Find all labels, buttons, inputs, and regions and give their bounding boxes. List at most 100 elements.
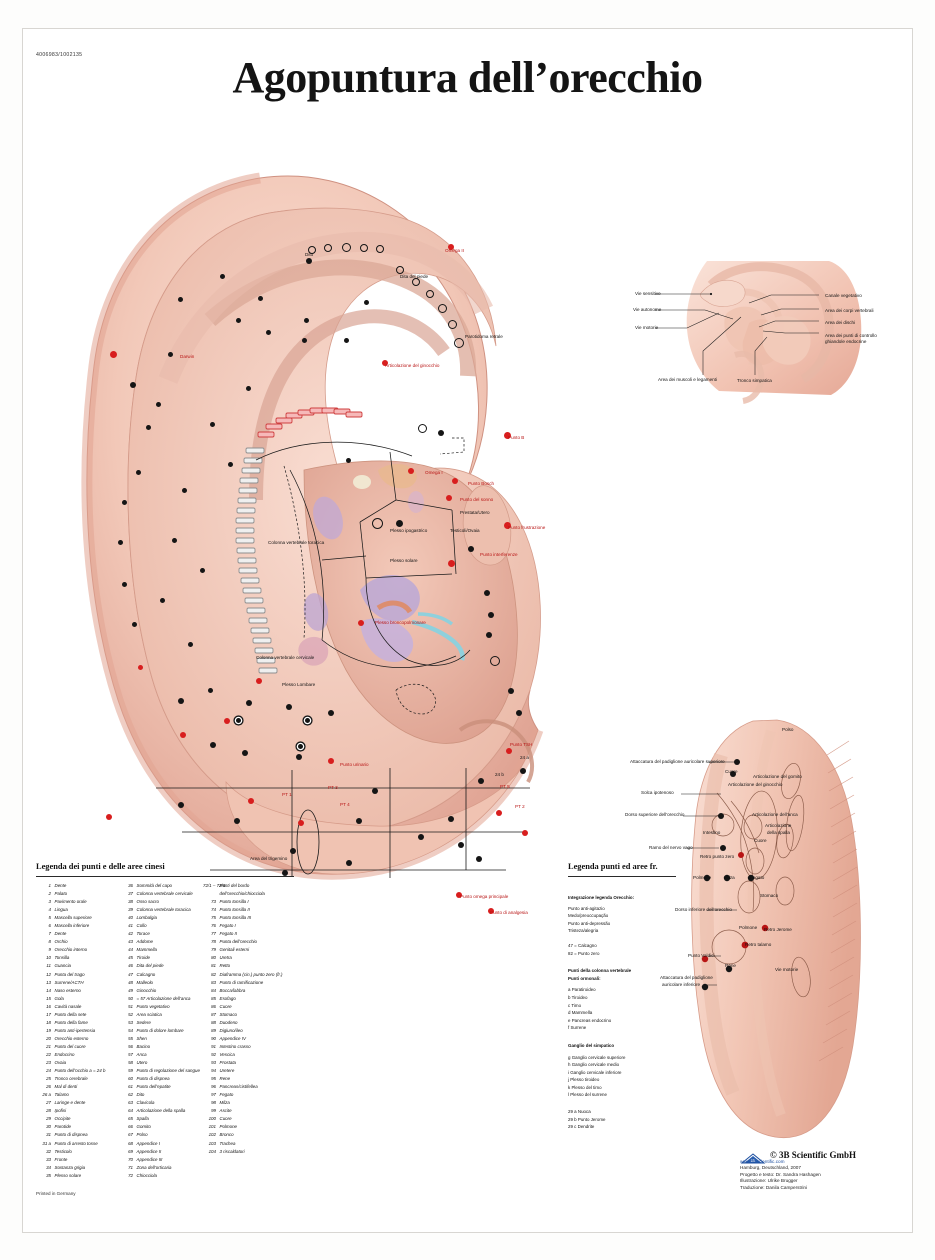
lobe-pt-n[interactable] — [282, 870, 288, 876]
ear-point-58[interactable] — [236, 318, 241, 323]
ear-point-upper-1[interactable] — [178, 297, 183, 302]
ear-point-lobe-3[interactable] — [286, 704, 292, 710]
ear-point-left-7[interactable] — [200, 568, 205, 573]
ear-point-48[interactable] — [344, 338, 349, 343]
ear-point-left-10[interactable] — [208, 688, 213, 693]
ear-point-open-d4[interactable] — [360, 244, 368, 252]
ear-point-left-9[interactable] — [188, 642, 193, 647]
lobe-pt-a[interactable] — [178, 802, 184, 808]
ear-point-49[interactable] — [364, 300, 369, 305]
ear-point-left-5[interactable] — [182, 488, 187, 493]
ear-point-knee[interactable] — [382, 360, 388, 366]
ear-point-open-51[interactable] — [418, 424, 427, 433]
ear-point-ring-1[interactable] — [236, 718, 241, 723]
lobe-pt-d[interactable] — [298, 820, 304, 826]
ear-point-lobe-8[interactable] — [296, 754, 302, 760]
ear-point-29[interactable] — [468, 546, 474, 552]
ear-point-pt6[interactable] — [138, 665, 143, 670]
ear-point-ring-3[interactable] — [298, 744, 303, 749]
ear-point-lobe-2[interactable] — [246, 700, 252, 706]
ear-point-open-t3[interactable] — [426, 290, 434, 298]
ear-point-broncopolmonare[interactable] — [358, 620, 364, 626]
ear-point-open-d5[interactable] — [376, 245, 384, 253]
ear-point-79[interactable] — [516, 710, 522, 716]
ear-point-left-8[interactable] — [160, 598, 165, 603]
ear-point-open-d3[interactable] — [342, 243, 351, 252]
ear-point-frustrazione[interactable] — [504, 522, 511, 529]
lobe-pt-i[interactable] — [522, 830, 528, 836]
ear-point-75[interactable] — [122, 500, 127, 505]
lobe-pt-h[interactable] — [496, 810, 502, 816]
ear-point-81[interactable] — [396, 520, 403, 527]
lobe-pt-j[interactable] — [418, 834, 424, 840]
lobe-pt-g[interactable] — [356, 818, 362, 824]
ear-point-76[interactable] — [136, 470, 141, 475]
ear-point-lobe-11[interactable] — [178, 698, 184, 704]
ear-point-77[interactable] — [146, 425, 151, 430]
ear-point-upper-3[interactable] — [258, 296, 263, 301]
ear-point-open-t4[interactable] — [438, 304, 447, 313]
ear-point-upper-2[interactable] — [220, 274, 225, 279]
ear-point-46[interactable] — [306, 258, 312, 264]
ear-point-left-2[interactable] — [156, 402, 161, 407]
ear-point-78[interactable] — [130, 382, 136, 388]
ear-point-lobe-10[interactable] — [180, 732, 186, 738]
ear-point-lobe-7[interactable] — [242, 750, 248, 756]
ear-point-lobe-5[interactable] — [224, 718, 230, 724]
ear-point-50[interactable] — [438, 430, 444, 436]
ear-point-43[interactable] — [246, 386, 251, 391]
lobe-pt-b[interactable] — [248, 798, 254, 804]
ear-point-omega-2[interactable] — [448, 244, 454, 250]
ear-point-left-6[interactable] — [172, 538, 177, 543]
ear-point-lobe-1[interactable] — [372, 788, 378, 794]
ear-point-39[interactable] — [346, 458, 351, 463]
ear-point-63[interactable] — [302, 338, 307, 343]
ear-point-74[interactable] — [118, 540, 123, 545]
ear-point-left-1[interactable] — [168, 352, 173, 357]
ear-point-lobe-9[interactable] — [328, 758, 334, 764]
lobe-pt-analgesia[interactable] — [488, 908, 494, 914]
ear-point-open-testicoli[interactable] — [372, 518, 383, 529]
ear-point-open-t2[interactable] — [412, 278, 420, 286]
ear-point-sonno[interactable] — [446, 495, 452, 501]
ear-point-54[interactable] — [488, 612, 494, 618]
ear-point-open-t1[interactable] — [396, 266, 404, 274]
ear-point-47[interactable] — [304, 318, 309, 323]
lobe-pt-m[interactable] — [346, 860, 352, 866]
ear-point-tsh[interactable] — [506, 748, 512, 754]
lobe-pt-o[interactable] — [476, 856, 482, 862]
lobe-pt-l[interactable] — [290, 848, 296, 854]
ear-point-73[interactable] — [122, 582, 127, 587]
ear-point-lombare[interactable] — [256, 678, 262, 684]
ear-point-62[interactable] — [266, 330, 271, 335]
publisher-website[interactable]: www.3bscientific.com — [740, 1158, 785, 1164]
lobe-pt-omega-main[interactable] — [456, 892, 462, 898]
lobe-pt-e[interactable] — [106, 814, 112, 820]
ear-point-interferenze[interactable] — [448, 560, 455, 567]
ear-point-13[interactable] — [508, 688, 514, 694]
ear-point-open-d2[interactable] — [324, 244, 332, 252]
ear-point-ring-2[interactable] — [305, 718, 310, 723]
ear-point-omega-1[interactable] — [408, 468, 414, 474]
lobe-pt-f[interactable] — [448, 816, 454, 822]
ear-point-55[interactable] — [486, 632, 492, 638]
ganglion-heading: Ganglio del simpatico — [568, 1042, 615, 1048]
lobe-pt-k[interactable] — [458, 842, 464, 848]
ear-point-open-56[interactable] — [490, 656, 500, 666]
ear-point-left-3[interactable] — [210, 422, 215, 427]
ear-point-bosch[interactable] — [452, 478, 458, 484]
ear-point-darwin[interactable] — [110, 351, 117, 358]
ear-point-24a[interactable] — [520, 768, 526, 774]
ear-point-24b[interactable] — [478, 778, 484, 784]
lobe-pt-c[interactable] — [234, 818, 240, 824]
ear-point-open-t5[interactable] — [448, 320, 457, 329]
ear-point-lobe-4[interactable] — [328, 710, 334, 716]
ear-point-b[interactable] — [504, 432, 511, 439]
ear-point-lobe-6[interactable] — [210, 742, 216, 748]
ear-point-open-t6[interactable] — [454, 338, 464, 348]
ear-point-left-4[interactable] — [228, 462, 233, 467]
ear-point-57[interactable] — [484, 590, 490, 596]
ear-point-open-d1[interactable] — [308, 246, 316, 254]
ear-point-72[interactable] — [132, 622, 137, 627]
